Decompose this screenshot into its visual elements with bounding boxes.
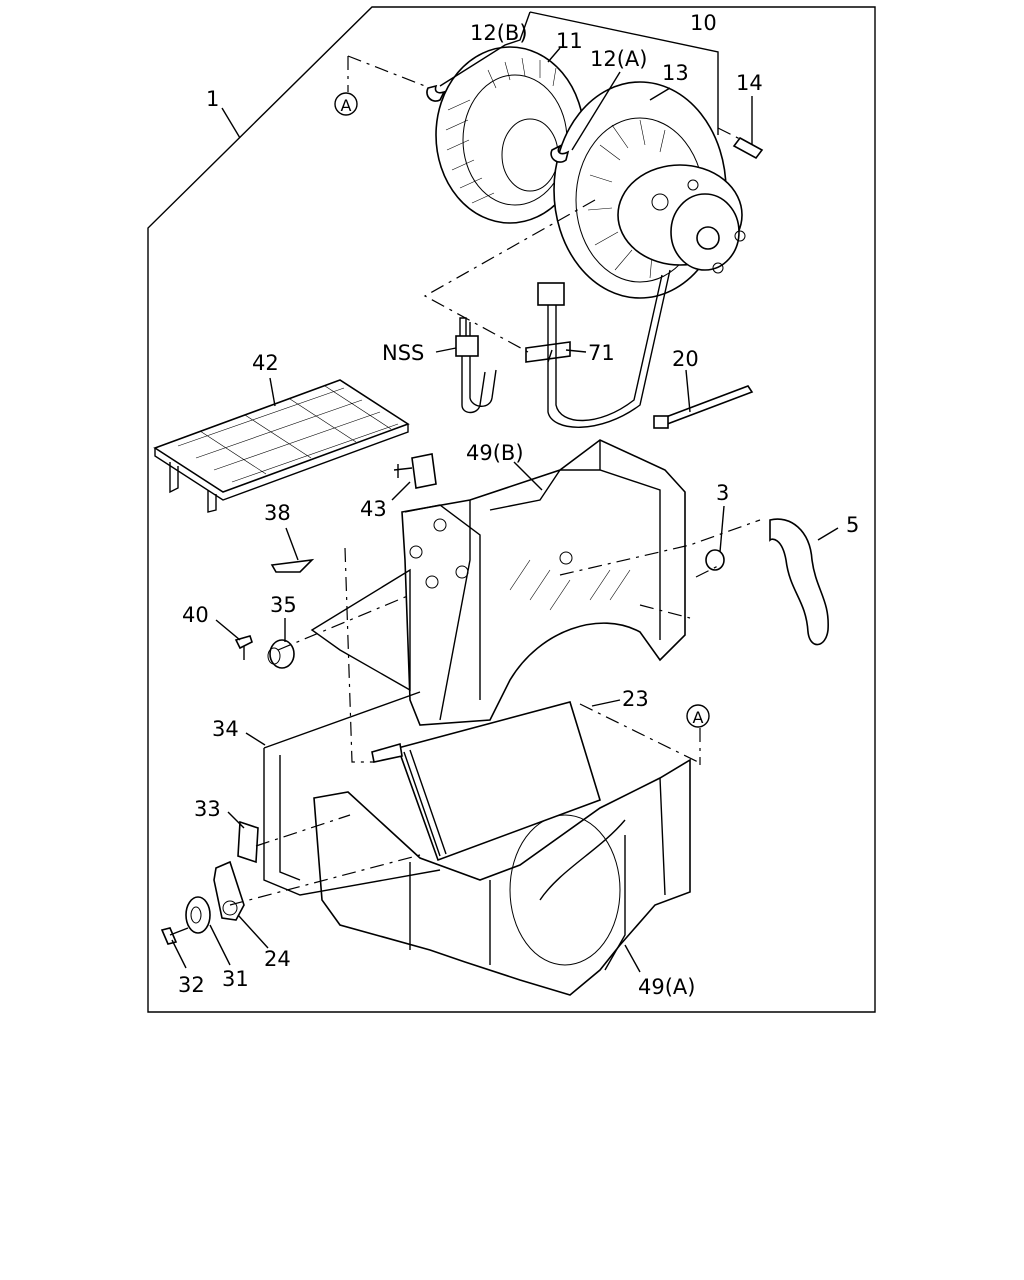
callout-nss: NSS: [382, 341, 424, 365]
nut-part-3: [705, 549, 725, 571]
callout-71: 71: [588, 341, 615, 365]
assembly-frame: [147, 6, 876, 1013]
lever-part-24: [213, 860, 245, 921]
callout-40: 40: [182, 603, 209, 627]
callout-5: 5: [846, 513, 859, 537]
door-part-23: [371, 701, 601, 862]
hose-part-5: [769, 518, 829, 646]
case-lower-part-49a: [313, 758, 691, 996]
clip-part-33: [237, 820, 259, 864]
screw-part-32: [160, 927, 189, 945]
callout-38: 38: [264, 501, 291, 525]
screw-part-14: [717, 127, 764, 160]
marker-a-right-text: A: [693, 708, 704, 727]
callout-labels: 1 12(B) 11 12(A) 13 10 14 NSS 71 20 42 4…: [178, 11, 859, 999]
callout-20: 20: [672, 347, 699, 371]
callout-3: 3: [716, 481, 729, 505]
clip-part-38: [270, 558, 315, 573]
callout-49a: 49(A): [638, 975, 695, 999]
leader-dashed-lines: [229, 55, 761, 906]
bushing-part-35: [267, 639, 295, 669]
clip-part-12a: [550, 143, 570, 163]
connector-nss: [455, 317, 497, 414]
marker-a-right: A: [686, 704, 710, 728]
callout-24: 24: [264, 947, 291, 971]
callout-23: 23: [622, 687, 649, 711]
callout-33: 33: [194, 797, 221, 821]
callout-13: 13: [662, 61, 689, 85]
callout-43: 43: [360, 497, 387, 521]
marker-a-top: A: [334, 92, 358, 116]
marker-a-top-text: A: [341, 96, 352, 115]
motor-part-10: [617, 164, 746, 274]
clip-part-12b: [426, 84, 446, 102]
callout-32: 32: [178, 973, 205, 997]
callout-12b: 12(B): [470, 21, 528, 45]
cable-tie-part-20: [653, 385, 754, 429]
clip-part-43: [393, 453, 437, 489]
screw-part-40: [234, 635, 253, 660]
callout-42: 42: [252, 351, 279, 375]
seal-part-34: [263, 691, 441, 896]
callout-10: 10: [690, 11, 717, 35]
callout-31: 31: [222, 967, 249, 991]
filter-part-42: [153, 379, 410, 513]
callout-34: 34: [212, 717, 239, 741]
callout-49b: 49(B): [466, 441, 524, 465]
callout-14: 14: [736, 71, 763, 95]
leader-lines: [171, 11, 839, 973]
callout-35: 35: [270, 593, 297, 617]
callout-11: 11: [556, 29, 583, 53]
connector-part-71: [525, 269, 671, 428]
washer-part-31: [185, 896, 211, 934]
callout-12a: 12(A): [590, 47, 647, 71]
case-upper-part-49b: [310, 439, 686, 726]
callout-1: 1: [206, 87, 219, 111]
